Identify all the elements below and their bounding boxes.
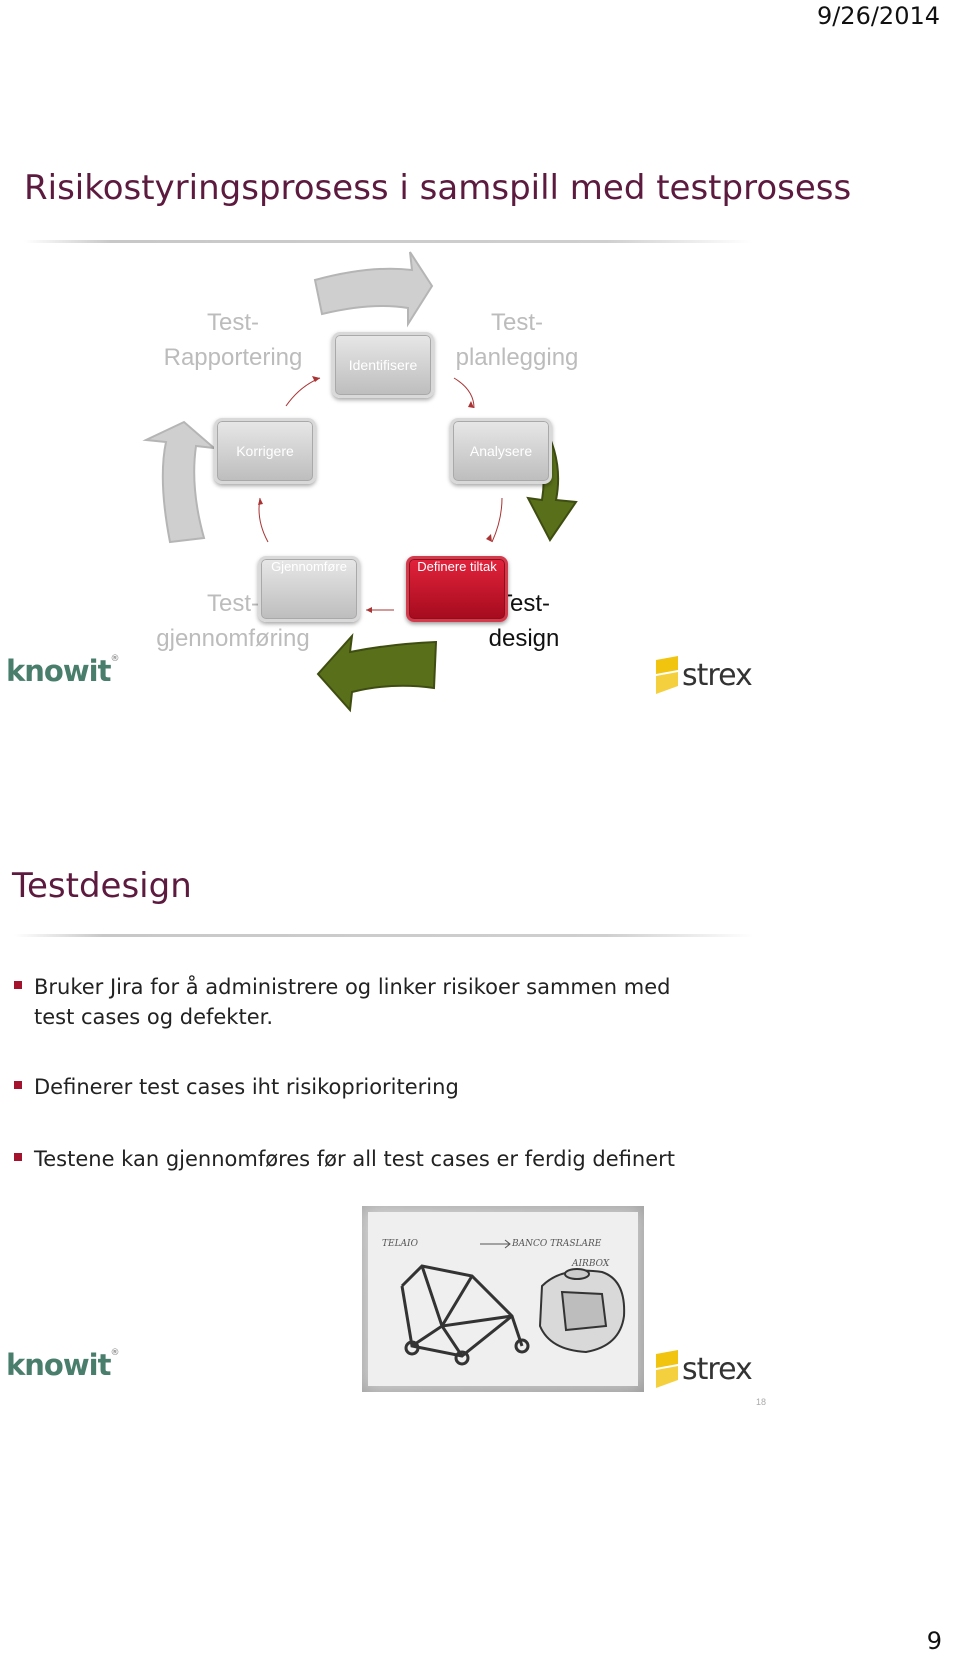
knowit-logo-2-text: knowit xyxy=(6,1348,111,1382)
phase-rapportering-line1: Test- xyxy=(206,309,259,336)
sketch-label-banco: BANCO TRASLARE xyxy=(511,1239,602,1249)
green-bottom-arrow xyxy=(316,632,438,713)
sketch-drawing: TELAIO BANCO TRASLARE AIRBOX xyxy=(368,1212,638,1386)
strex-mark-icon xyxy=(656,1350,678,1388)
risk-cycle-diagram: Test- Rapportering Test- planlegging Tes… xyxy=(140,250,660,750)
phase-gjennomforing: Test- gjennomføring xyxy=(144,586,322,656)
phase-planlegging-line1: Test- xyxy=(490,309,543,336)
strex-logo-1: strex xyxy=(656,656,753,694)
strex-logo-1-text: strex xyxy=(682,657,753,693)
box-identifisere: Identifisere xyxy=(332,332,434,398)
box-gjennomfore: Gjennomføre xyxy=(258,556,360,622)
grey-top-arrow xyxy=(313,251,434,328)
connector-gjennomfore-korrigere xyxy=(258,497,269,543)
phase-planlegging: Test- planlegging xyxy=(442,305,592,375)
phase-design-line2: design xyxy=(488,625,560,652)
connector-identifisere-analysere xyxy=(453,377,475,409)
sketch-label-airbox: AIRBOX xyxy=(571,1259,610,1269)
sketch-label-telaio: TELAIO xyxy=(382,1239,419,1249)
strex-mark-icon xyxy=(656,656,678,694)
box-analysere: Analysere xyxy=(450,418,552,484)
box-korrigere: Korrigere xyxy=(214,418,316,484)
bullet-item-1: Bruker Jira for å administrere og linker… xyxy=(14,972,694,1032)
bullet-item-3: Testene kan gjennomføres før all test ca… xyxy=(14,1144,734,1174)
knowit-logo-1-text: knowit xyxy=(6,654,111,688)
phase-rapportering: Test- Rapportering xyxy=(158,305,308,375)
page-number: 9 xyxy=(926,1627,942,1655)
connector-korrigere-identifisere xyxy=(285,377,321,407)
slide2-divider xyxy=(14,934,754,937)
phase-gjennomforing-line1: Test- xyxy=(206,590,259,617)
bullet-item-2: Definerer test cases iht risikoprioriter… xyxy=(14,1072,734,1102)
slide1-title: Risikostyringsprosess i samspill med tes… xyxy=(24,168,852,208)
box-definere-tiltak: Definere tiltak xyxy=(406,556,508,622)
knowit-logo-2: knowit® xyxy=(6,1348,119,1382)
connector-analysere-definere xyxy=(491,497,503,543)
frame-sketch xyxy=(400,1264,530,1366)
knowit-logo-1: knowit® xyxy=(6,654,119,688)
slide2-title: Testdesign xyxy=(12,866,192,906)
airbox-sketch xyxy=(538,1268,626,1354)
phase-planlegging-line2: planlegging xyxy=(455,344,579,371)
phase-gjennomforing-line2: gjennomføring xyxy=(156,625,310,652)
cycle-arrows xyxy=(142,251,578,713)
header-date: 9/26/2014 xyxy=(816,2,940,30)
slide1-divider xyxy=(24,240,752,243)
strex-logo-2: strex xyxy=(656,1350,753,1388)
strex-logo-2-text: strex xyxy=(682,1351,753,1387)
phase-rapportering-line2: Rapportering xyxy=(163,344,303,371)
sketch-image: TELAIO BANCO TRASLARE AIRBOX xyxy=(362,1206,644,1392)
slide-number: 18 xyxy=(756,1397,767,1407)
bullet-list: Bruker Jira for å administrere og linker… xyxy=(14,972,734,1174)
grey-left-arrow xyxy=(142,420,218,544)
